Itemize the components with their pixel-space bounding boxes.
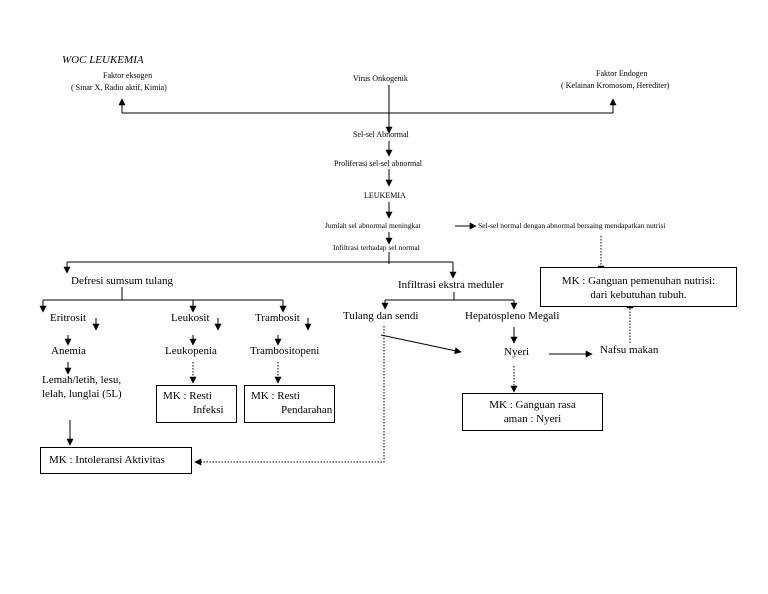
box-mk-rasa-aman: MK : Ganguan rasa aman : Nyeri bbox=[462, 393, 603, 431]
node-anemia: Anemia bbox=[51, 345, 86, 357]
node-jumlah-sel: Jumlah sel abnormal meningkat bbox=[325, 221, 421, 230]
arrow-tulang-to-nyeri bbox=[380, 334, 462, 355]
node-proliferasi: Proliferasi sel-sel abnormal bbox=[334, 159, 422, 168]
box-mk-nutrisi-line-1: MK : Ganguan pemenuhan nutrisi: bbox=[561, 275, 716, 287]
box-mk-intoleransi-label: MK : Intoleransi Aktivitas bbox=[49, 454, 165, 466]
dotted-tulang-to-intoleransi bbox=[194, 326, 385, 466]
node-trombosit: Trambosit bbox=[255, 312, 300, 324]
node-infiltrasi-ekstra: Infiltrasi ekstra meduler bbox=[398, 279, 504, 291]
node-faktor-eksogen: Faktor eksogen bbox=[103, 71, 153, 80]
node-sel-normal-bersaing: Sel-sel normal dengan abnormal bersaing … bbox=[478, 221, 666, 230]
node-nyeri: Nyeri bbox=[504, 346, 530, 358]
node-faktor-endogen: Faktor Endogen bbox=[596, 69, 648, 78]
box-mk-resti-infeksi: MK : Resti Infeksi bbox=[156, 385, 237, 423]
box-mk-resti-pendarahan: MK : Resti Pendarahan bbox=[244, 385, 335, 423]
node-nafsu-makan: Nafsu makan bbox=[600, 344, 659, 356]
node-tulang-sendi: Tulang dan sendi bbox=[343, 310, 419, 322]
node-faktor-eksogen-detail: ( Sinar X, Radio aktif, Kimia) bbox=[71, 83, 167, 92]
node-sel-abnormal: Sel-sel Abnormal bbox=[353, 130, 409, 139]
box-mk-infeksi-line-1: MK : Resti bbox=[163, 390, 212, 402]
node-trambositopeni: Trambositopeni bbox=[250, 345, 320, 357]
box-mk-nutrisi-line-2: dari kebutuhan tubuh. bbox=[590, 289, 687, 301]
node-lemah-line-1: Lemah/letih, lesu, bbox=[42, 374, 122, 386]
box-mk-rasa-aman-line-1: MK : Ganguan rasa bbox=[489, 399, 576, 411]
node-eritrosit: Eritrosit bbox=[50, 312, 87, 324]
box-mk-infeksi-line-2: Infeksi bbox=[193, 404, 224, 416]
box-mk-nutrisi: MK : Ganguan pemenuhan nutrisi: dari keb… bbox=[540, 267, 737, 307]
box-mk-pendarahan-line-1: MK : Resti bbox=[251, 390, 300, 402]
node-lemah-line-2: lelah, lunglai (5L) bbox=[42, 388, 122, 400]
box-mk-rasa-aman-line-2: aman : Nyeri bbox=[503, 413, 562, 425]
node-hepatospleno: Hepatospleno Megali bbox=[465, 310, 560, 322]
node-virus-onkogenik: Virus Onkogenik bbox=[353, 74, 408, 83]
box-mk-pendarahan-line-2: Pendarahan bbox=[281, 404, 333, 416]
node-leukemia: LEUKEMIA bbox=[364, 191, 406, 200]
box-mk-intoleransi: MK : Intoleransi Aktivitas bbox=[40, 447, 192, 474]
diagram-title: WOC LEUKEMIA bbox=[62, 54, 144, 66]
node-leukosit: Leukosit bbox=[171, 312, 210, 324]
node-infiltrasi-sel-normal: Infiltrasi terhadap sel normal bbox=[333, 243, 420, 252]
node-leukopenia: Leukopenia bbox=[165, 345, 217, 357]
node-faktor-endogen-detail: ( Kelainan Kromosom, Herediter) bbox=[561, 81, 670, 90]
node-defresi-sumsum: Defresi sumsum tulang bbox=[71, 275, 174, 287]
